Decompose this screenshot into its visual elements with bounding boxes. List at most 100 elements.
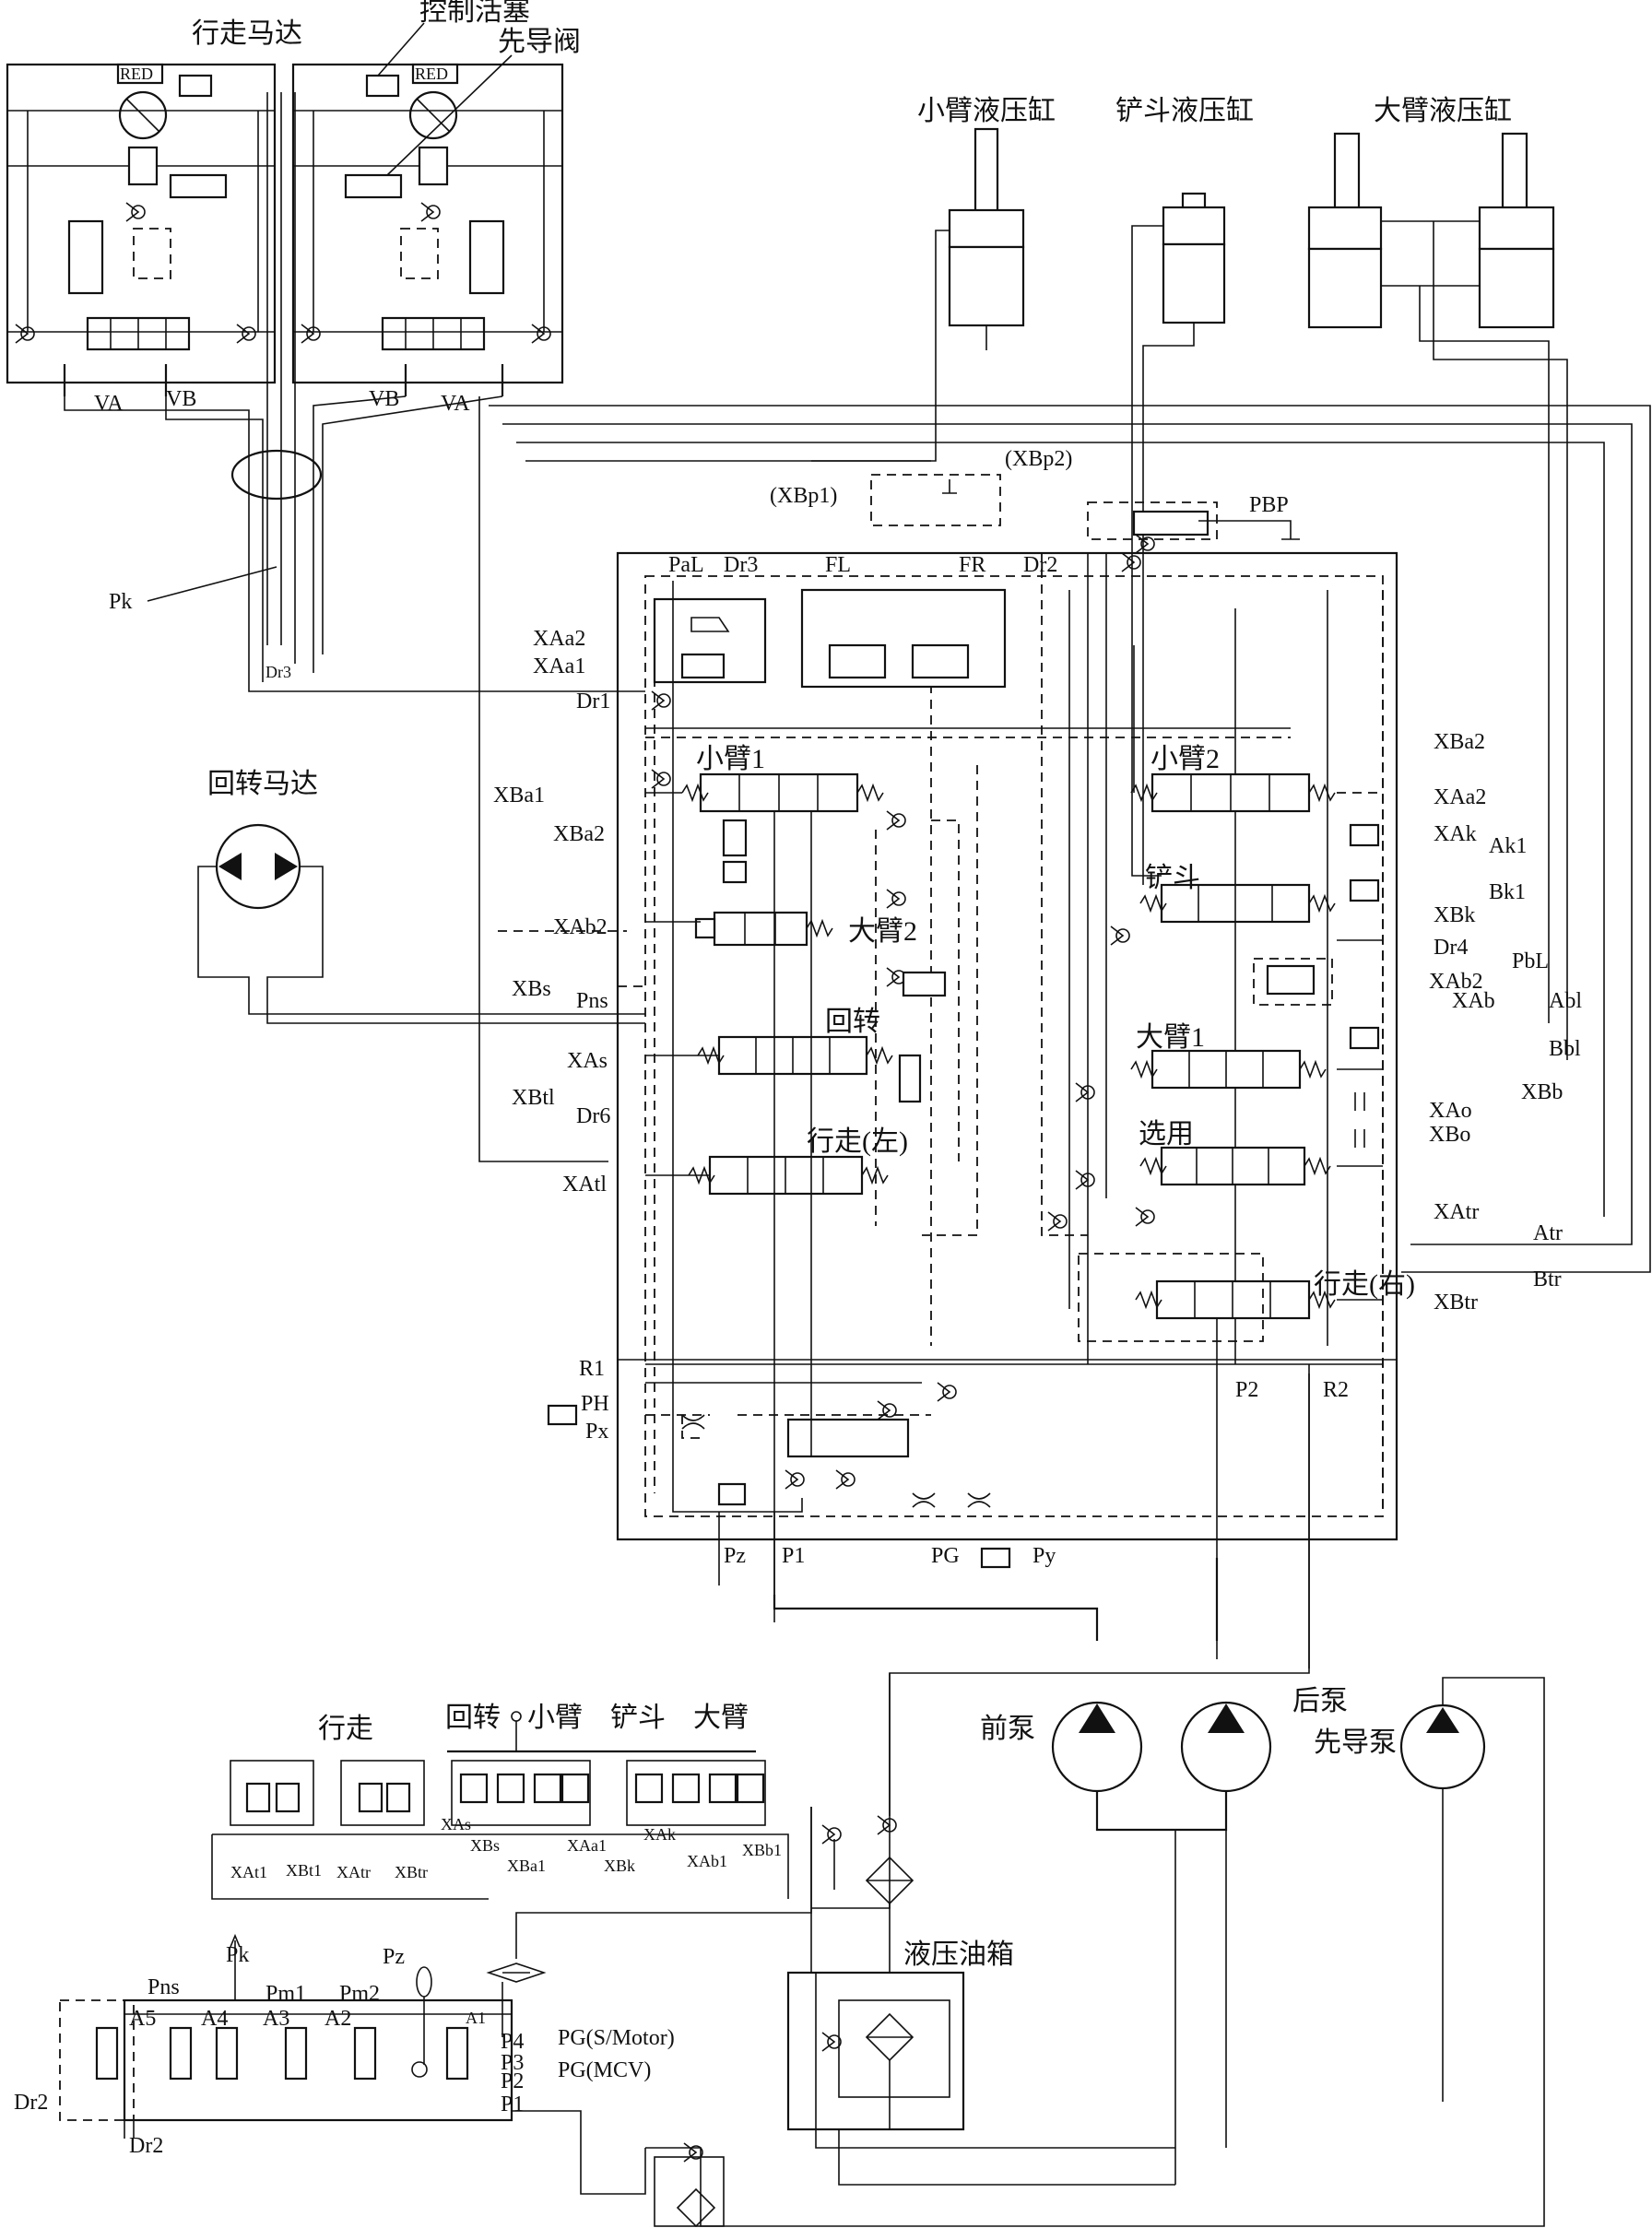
pilot-port-xat1: XAt1 (230, 1863, 267, 1881)
pilot-port-xba1: XBa1 (507, 1857, 546, 1875)
port-pbl: PbL (1512, 949, 1549, 973)
port-xba1-left: XBa1 (493, 784, 545, 808)
port-dr1: Dr1 (576, 690, 610, 713)
spool-bucket (1110, 878, 1380, 946)
port-va-left: VA (94, 392, 124, 416)
spool-boom2 (694, 889, 947, 997)
pumps: 前泵 后泵 先导泵 (645, 1677, 1545, 2227)
port-xaa2-right: XAa2 (1434, 785, 1486, 809)
arm-cylinder-title: 小臂液压缸 (917, 96, 1056, 126)
front-pump-label: 前泵 (980, 1714, 1035, 1744)
port-xbb: XBb (1521, 1080, 1563, 1104)
pilot-port-xbb1: XBb1 (742, 1841, 782, 1859)
port-dr2: Dr2 (1023, 553, 1057, 577)
port-xbs-left: XBs (512, 977, 551, 1001)
spool-label-arm2: 小臂2 (1150, 744, 1220, 774)
spool-label-arm1: 小臂1 (696, 744, 765, 774)
port-btr: Btr (1533, 1267, 1562, 1291)
sol-port-pz: Pz (383, 1945, 405, 1969)
port-bk1: Bk1 (1489, 880, 1526, 904)
port-abl: Abl (1549, 989, 1582, 1013)
boom-cylinder-title: 大臂液压缸 (1374, 96, 1512, 126)
sol-port-pm2: Pm2 (339, 1982, 380, 2006)
travel-motor-right (291, 63, 564, 396)
port-ph: PH (581, 1392, 609, 1416)
port-pz: Pz (724, 1544, 746, 1568)
pilot-port-xbk: XBk (604, 1857, 635, 1875)
pilot-port-xak: XAk (643, 1825, 676, 1844)
sol-port-p1: P1 (501, 2092, 524, 2116)
spool-label-travel-right: 行走(右) (1314, 1269, 1415, 1300)
bucket-cylinder-title: 铲斗液压缸 (1115, 96, 1254, 126)
spool-swing (697, 1035, 922, 1103)
port-xbtr-right: XBtr (1434, 1291, 1478, 1314)
spool-label-boom1: 大臂1 (1136, 1022, 1205, 1053)
sol-port-pg-motor: PG(S/Motor) (558, 2026, 675, 2050)
spool-arm1 (681, 772, 906, 884)
port-py: Py (1032, 1544, 1056, 1568)
pilot-control-block: 行走 回转 小臂 铲斗 大臂 XAs XAt1 XBt1 XAtr XBt (211, 1703, 812, 2037)
solenoid-valve-block: Pk Pz Pns Pm1 Pm2 A5 A4 A3 A2 A1 P4 P3 P… (14, 1933, 725, 2228)
port-pk-line: Pk (109, 590, 132, 614)
port-xak-right: XAk (1434, 822, 1477, 846)
spool-label-bucket: 铲斗 (1145, 863, 1200, 893)
port-px: Px (585, 1420, 608, 1444)
port-r2: R2 (1323, 1378, 1349, 1402)
port-dr6: Dr6 (576, 1104, 610, 1128)
spool-boom1 (1075, 958, 1380, 1102)
sol-port-a2: A2 (324, 2007, 351, 2031)
main-valve-labels: (XBp2) (XBp1) PBP PaL Dr3 FL FR Dr2 XAa2… (493, 447, 1582, 1568)
port-ak1: Ak1 (1489, 834, 1527, 858)
sol-port-pm1: Pm1 (266, 1982, 306, 2006)
port-pg: PG (931, 1544, 960, 1568)
sol-port-dr2-b: Dr2 (129, 2134, 163, 2158)
pilot-port-xatr: XAtr (336, 1863, 371, 1881)
sol-port-dr2-a: Dr2 (14, 2091, 48, 2115)
port-p1: P1 (782, 1544, 805, 1568)
control-piston-label: 控制活塞 (419, 0, 530, 27)
center-joint: Pk Dr3 (64, 92, 503, 692)
port-pbp: PBP (1249, 493, 1289, 517)
rear-pump-label: 后泵 (1292, 1686, 1348, 1716)
pilot-arm-label: 小臂 (527, 1703, 583, 1733)
spool-travel-right (1078, 1253, 1336, 1342)
sol-port-a3: A3 (263, 2007, 289, 2031)
spool-label-travel-left: 行走(左) (807, 1126, 908, 1157)
pilot-valve-label: 先导阀 (498, 27, 581, 57)
port-p2: P2 (1235, 1378, 1258, 1402)
pilot-port-xas: XAs (441, 1815, 471, 1833)
port-xba2-right: XBa2 (1434, 730, 1485, 754)
port-dr3: Dr3 (724, 553, 758, 577)
spool-label-option: 选用 (1139, 1119, 1194, 1149)
pilot-port-xbs: XBs (470, 1836, 500, 1855)
tank-label: 液压油箱 (903, 1939, 1014, 1970)
red-label-right: RED (415, 65, 448, 83)
pilot-port-xbtr: XBtr (395, 1863, 428, 1881)
pilot-bucket-label: 铲斗 (610, 1703, 666, 1733)
pilot-boom-label: 大臂 (693, 1703, 749, 1733)
sol-port-a5: A5 (129, 2007, 156, 2031)
main-control-valve (461, 474, 1398, 1668)
spool-arm2 (1130, 772, 1380, 847)
pilot-port-xbt1: XBt1 (286, 1861, 322, 1880)
arm-cylinder: 小臂液压缸 (811, 96, 1056, 462)
port-xaa2-left: XAa2 (533, 627, 585, 651)
port-xao: XAo (1429, 1099, 1472, 1123)
travel-motor-title: 行走马达 (192, 18, 302, 49)
port-xbk-right: XBk (1434, 903, 1475, 927)
spool-label-swing: 回转 (825, 1007, 880, 1037)
port-xas-left: XAs (567, 1049, 608, 1073)
spool-travel-left (688, 1155, 889, 1196)
port-xbtl-left: XBtl (512, 1086, 555, 1110)
pilot-port-xab1: XAb1 (687, 1852, 727, 1870)
port-bbl: Bbl (1549, 1037, 1581, 1061)
sol-port-p2: P2 (501, 2069, 524, 2093)
bucket-cylinder: 铲斗液压缸 (1115, 96, 1254, 885)
boom-cylinders: 大臂液压缸 (1307, 96, 1568, 1060)
port-pns: Pns (576, 989, 608, 1013)
port-atr: Atr (1533, 1221, 1563, 1245)
sol-port-pg-mcv: PG(MCV) (558, 2058, 651, 2082)
port-vb-left: VB (166, 387, 196, 411)
spool-label-boom2: 大臂2 (848, 916, 917, 947)
